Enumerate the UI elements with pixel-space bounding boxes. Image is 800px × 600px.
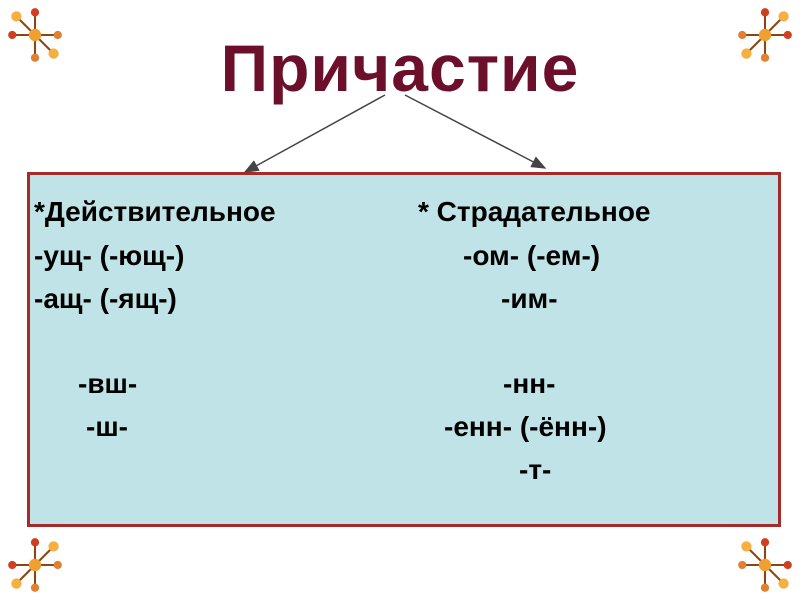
- floral-ornament-icon: [734, 534, 796, 596]
- passive-suffix-line: -им-: [501, 285, 558, 313]
- slide-title: Причастие: [0, 30, 800, 106]
- active-suffix-line: -вш-: [78, 370, 137, 398]
- active-suffix-line: -ш-: [86, 413, 128, 441]
- passive-suffix-line: -т-: [519, 456, 551, 484]
- active-participle-heading: *Действительное: [34, 198, 276, 226]
- active-suffix-line: -ущ- (-ющ-): [34, 242, 184, 270]
- floral-ornament-icon: [4, 534, 66, 596]
- arrow-left: [245, 95, 385, 172]
- passive-participle-heading: * Страдательное: [418, 198, 651, 226]
- passive-suffix-line: -ом- (-ем-): [463, 242, 600, 270]
- passive-suffix-line: -нн-: [503, 370, 555, 398]
- passive-suffix-line: -енн- (-ённ-): [444, 413, 607, 441]
- active-suffix-line: -ащ- (-ящ-): [34, 285, 177, 313]
